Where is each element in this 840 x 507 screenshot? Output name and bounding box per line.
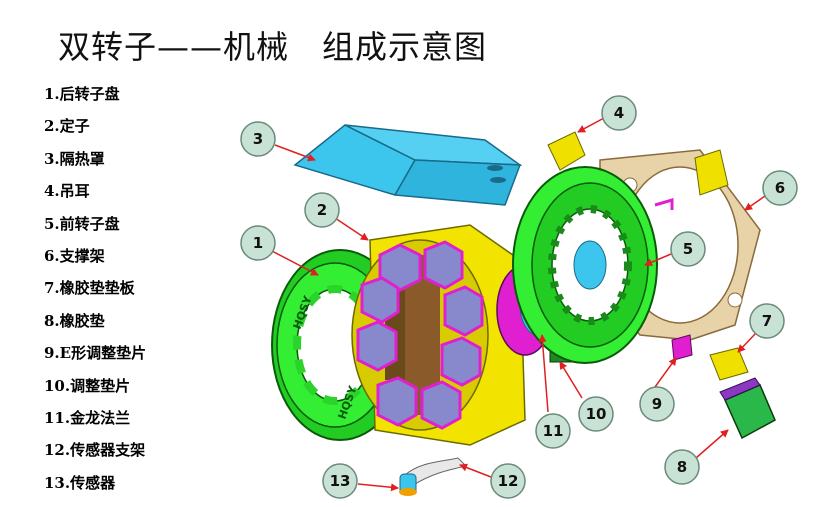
arrow-13 [357,483,399,492]
arrow-9 [654,357,677,388]
legend-item-2: 2.定子 [44,117,90,136]
arrow-10 [559,361,583,399]
legend-item-12: 12.传感器支架 [44,441,146,460]
front-rotor-disc [512,166,658,364]
sensor-assembly [399,457,467,496]
legend-item-10: 10.调整垫片 [44,376,131,395]
callout-label-2: 2 [317,201,327,219]
lifting-lug [547,131,729,196]
callout-label-5: 5 [683,240,693,258]
legend-item-1: 1.后转子盘 [44,85,120,103]
arrow-7 [737,332,757,353]
callout-10: 10 [578,396,614,432]
callout-label-10: 10 [586,405,607,423]
callout-label-7: 7 [762,312,772,330]
arrow-2 [334,217,369,241]
callout-2: 2 [304,192,340,228]
legend-item-6: 6.支撑架 [44,246,105,265]
arrow-5 [644,253,672,266]
callout-label-3: 3 [253,130,263,148]
callout-7: 7 [749,303,785,339]
arrow-6 [744,195,766,211]
callout-9: 9 [639,386,675,422]
arrow-3 [274,144,316,162]
arrow-4 [577,117,605,133]
callout-label-4: 4 [614,104,624,122]
callout-8: 8 [664,449,700,485]
e-shaped-shim [671,334,693,361]
legend-item-9: 9.E形调整垫片 [44,344,147,363]
callout-3: 3 [240,121,276,157]
callout-label-8: 8 [677,458,687,476]
callout-label-1: 1 [253,234,263,252]
legend-item-13: 13.传感器 [44,473,116,492]
heat-shield [293,124,523,206]
arrow-11 [538,334,549,413]
rubber-pad-plate [709,347,749,381]
callout-4: 4 [601,95,637,131]
arrow-8 [695,429,729,459]
callout-label-6: 6 [775,179,785,197]
legend-item-7: 7.橡胶垫垫板 [44,279,135,298]
callout-1: 1 [240,225,276,261]
callout-5: 5 [670,231,706,267]
callout-11: 11 [535,413,571,449]
callout-12: 12 [490,463,526,499]
callout-label-11: 11 [543,422,564,440]
callout-13: 13 [322,463,358,499]
callout-label-9: 9 [652,395,662,413]
legend-item-3: 3.隔热罩 [44,149,105,168]
callout-label-13: 13 [330,472,351,490]
arrow-1 [269,249,319,276]
legend-item-8: 8.橡胶垫 [44,311,105,330]
legend-item-5: 5.前转子盘 [44,214,120,233]
legend-item-4: 4.吊耳 [44,182,90,201]
callout-label-12: 12 [498,472,519,490]
diagram-title: 双转子——机械 组成示意图 [58,28,488,66]
legend-item-11: 11.金龙法兰 [44,408,131,427]
stator [351,224,526,446]
callout-6: 6 [762,170,798,206]
callout-arrows [269,117,766,492]
arrow-12 [459,463,492,478]
parts-legend: 1.后转子盘 2.定子 3.隔热罩 4.吊耳 5.前转子盘 6.支撑架 7.橡胶… [44,83,146,504]
rubber-pad [719,377,776,440]
